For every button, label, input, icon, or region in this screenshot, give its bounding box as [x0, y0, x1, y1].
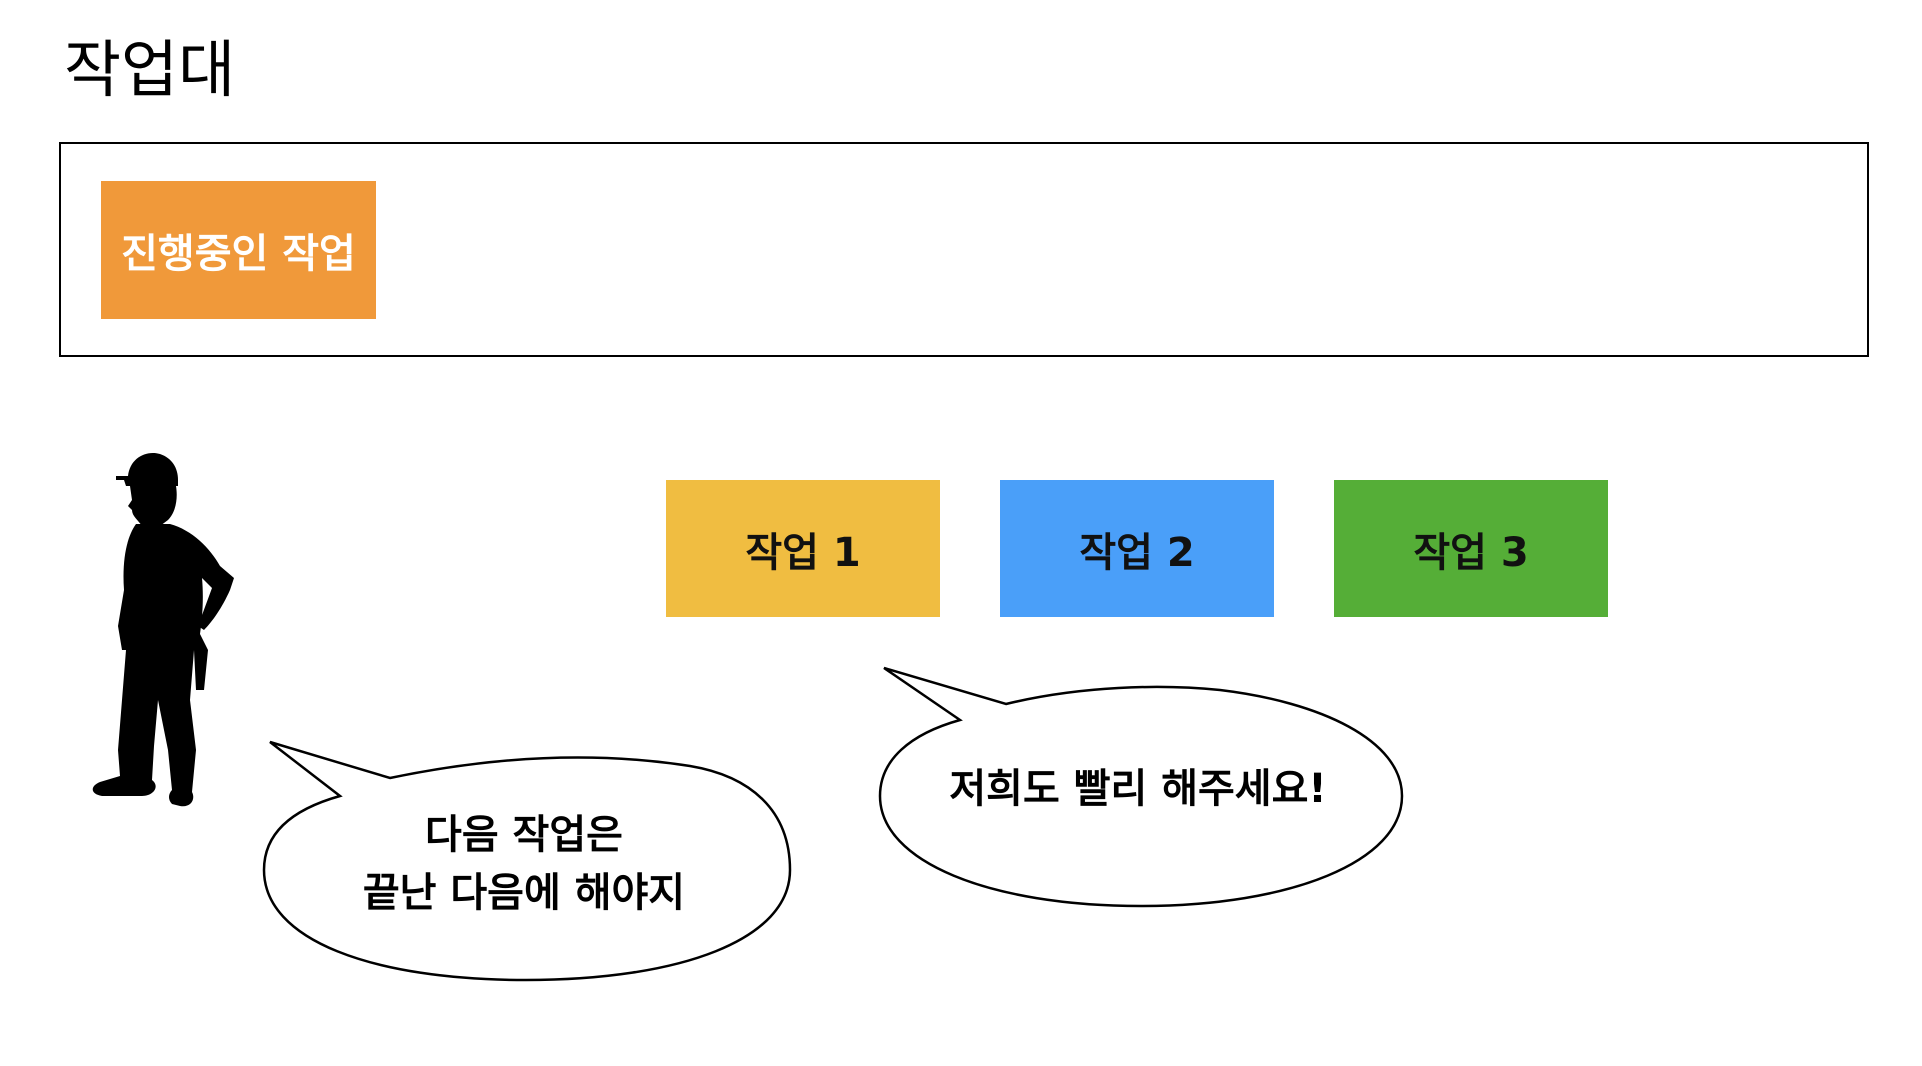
queued-task-3[interactable]: 작업 3 [1334, 480, 1608, 617]
page-title: 작업대 [64, 33, 236, 106]
worker-silhouette-icon [92, 452, 234, 807]
worker-speech-text: 다음 작업은 끝난 다음에 해야지 [264, 806, 784, 922]
queued-task-2[interactable]: 작업 2 [1000, 480, 1274, 617]
workbench-area [59, 142, 1869, 357]
tasks-speech-bubble [878, 666, 1404, 908]
queued-task-1[interactable]: 작업 1 [666, 480, 940, 617]
worker-speech-line-1: 다음 작업은 [425, 812, 623, 858]
worker-speech-bubble [262, 740, 792, 982]
tasks-speech-text: 저희도 빨리 해주세요! [949, 766, 1327, 812]
worker-speech-line-2: 끝난 다음에 해야지 [362, 870, 686, 916]
current-task-box[interactable]: 진행중인 작업 [101, 181, 376, 319]
